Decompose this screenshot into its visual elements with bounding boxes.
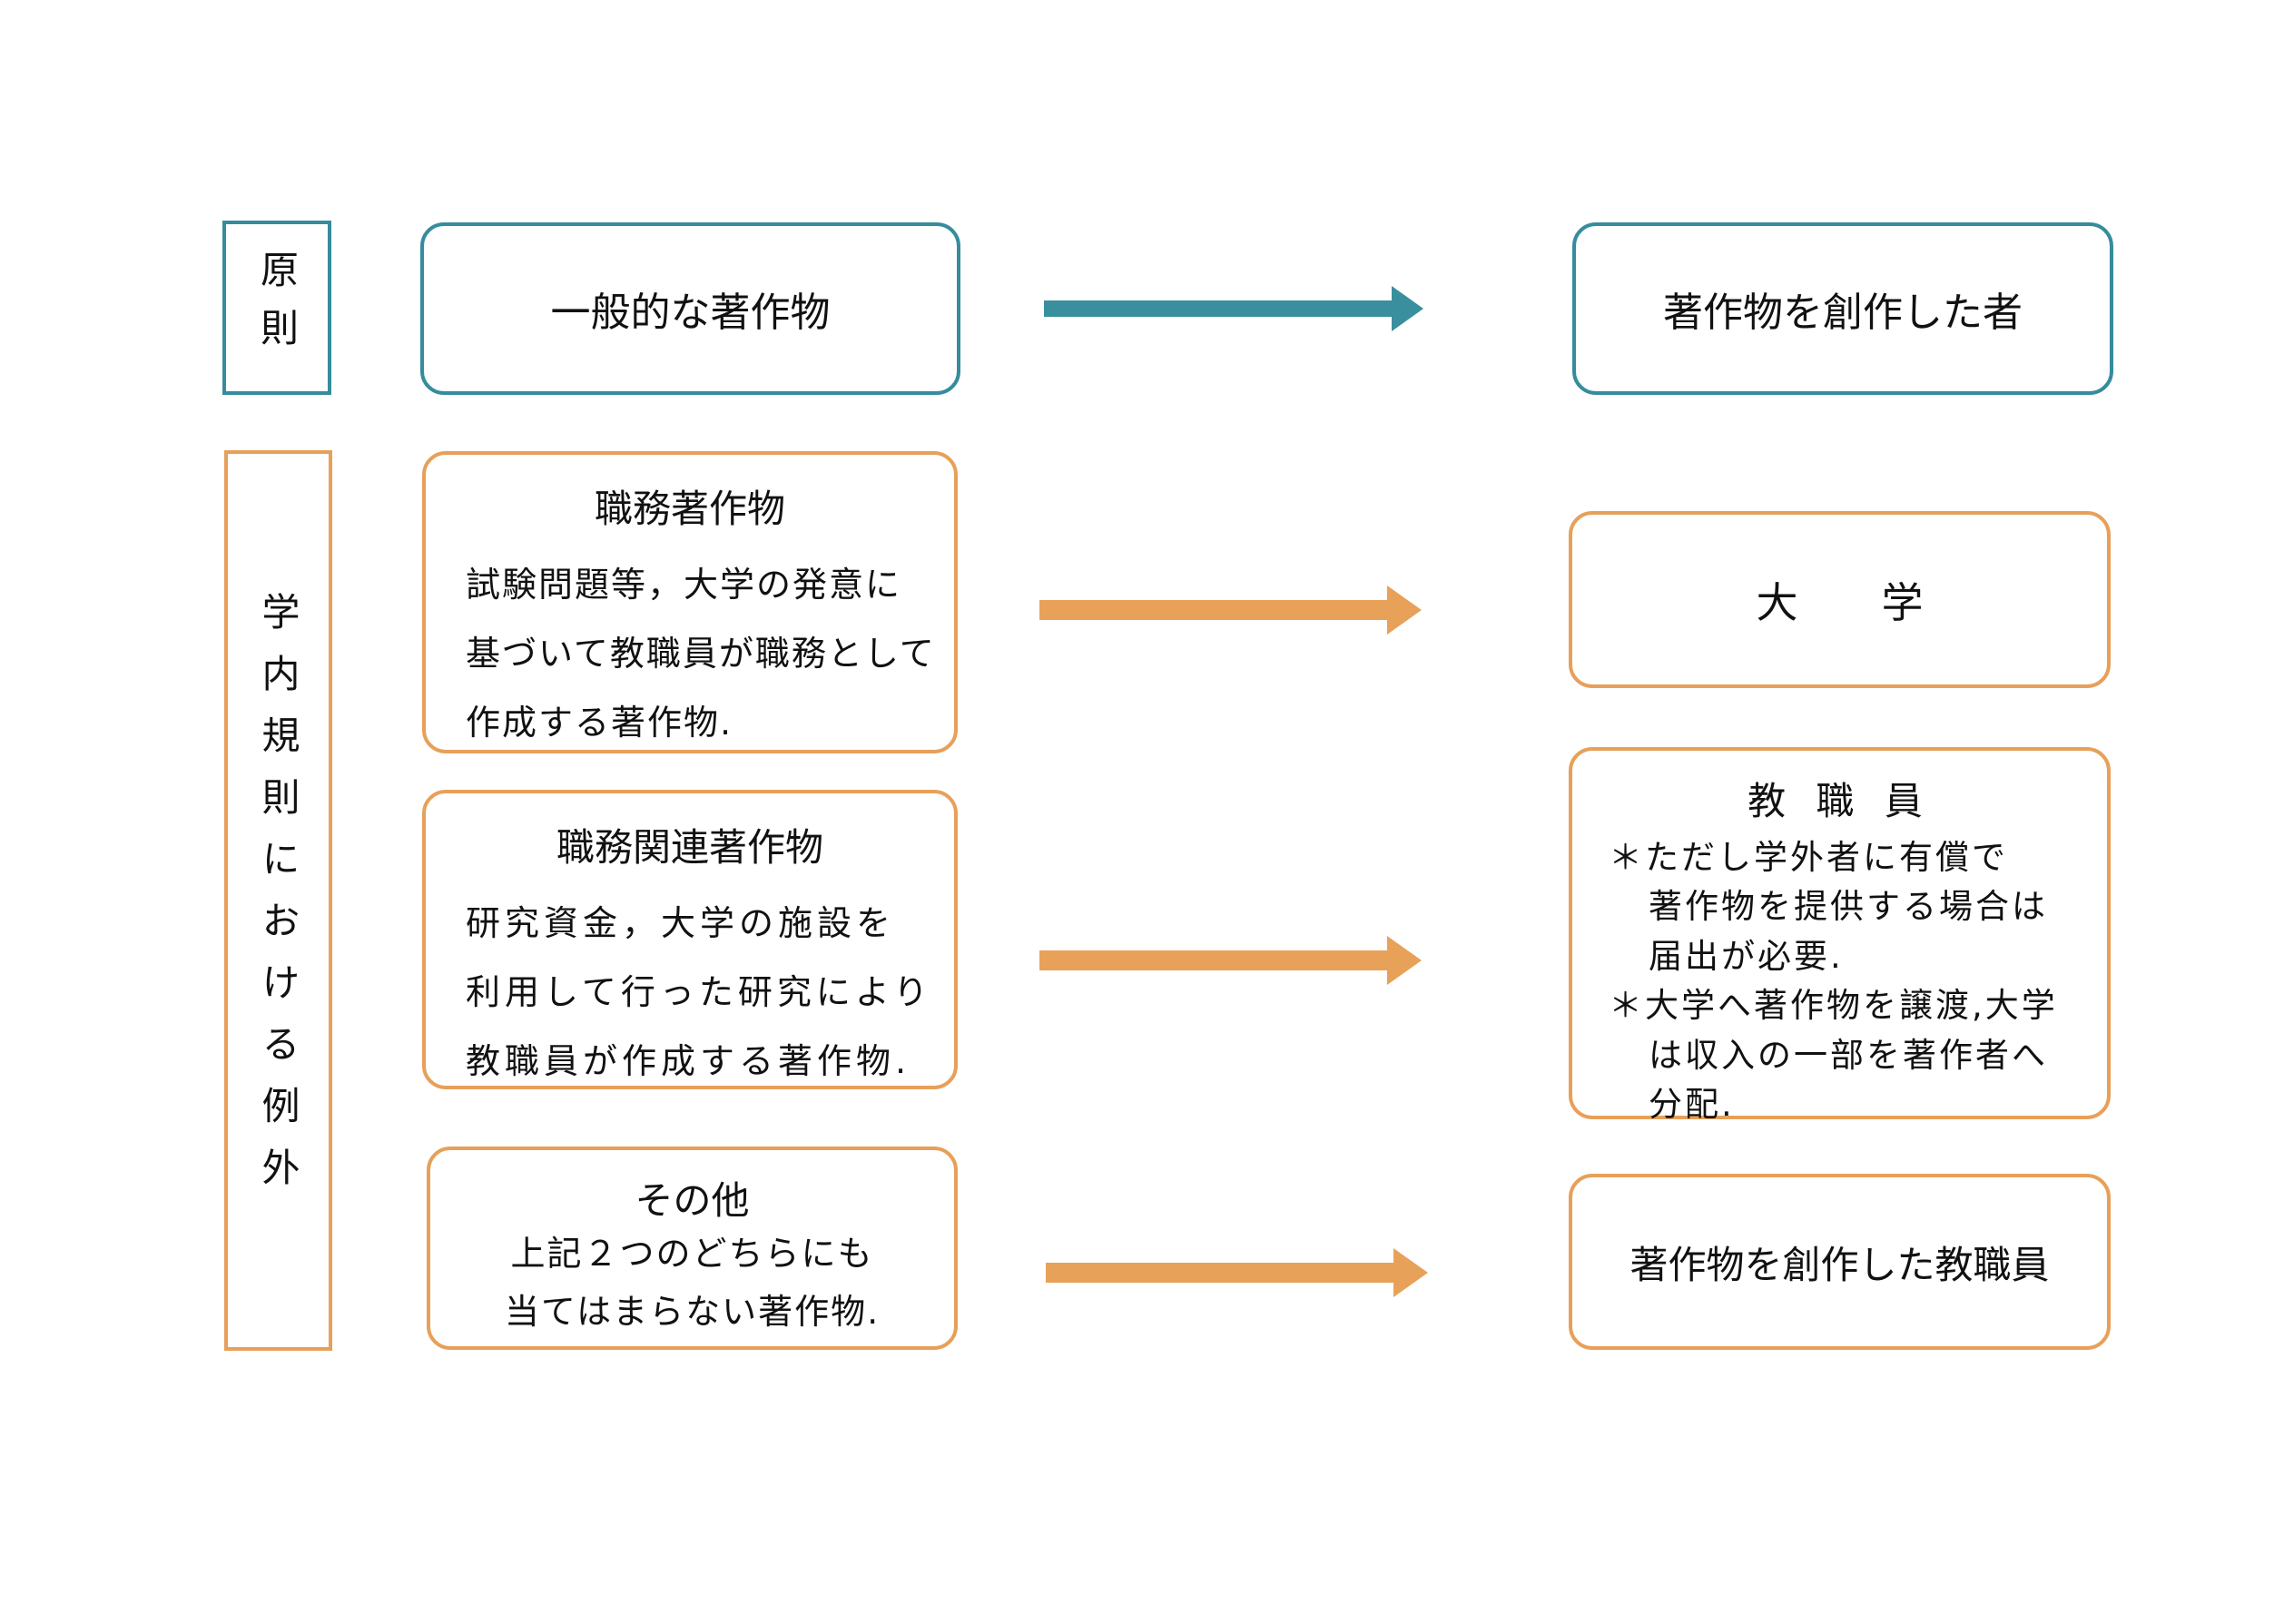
general-work-label: 一般的な著作物	[550, 290, 831, 336]
general-work-box: 一般的な著作物	[420, 222, 960, 395]
staff-notes: ＊ただし学外者に有償で 著作物を提供する場合は 届出が必要. ＊大学へ著作物を譲…	[1609, 833, 2107, 1129]
duty-work-body: 試験問題等，大学の発意に 基づいて教職員が職務として 作成する著作物.	[466, 550, 954, 757]
staff-note-line: ＊大学へ著作物を譲渡,大学	[1609, 986, 2058, 1026]
duty-work-arrow-shaft	[1039, 600, 1387, 620]
duty-related-arrow-head	[1387, 936, 1422, 985]
creator-staff-label: 著作物を創作した教職員	[1629, 1242, 2050, 1287]
staff-note-line: ＊ただし学外者に有償で	[1609, 838, 2008, 877]
staff-note-line: 届出が必要.	[1649, 936, 1844, 976]
university-box: 大 学	[1569, 511, 2111, 688]
principle-label-box: 原則	[222, 221, 331, 395]
principle-arrow-shaft	[1044, 300, 1392, 317]
other-work-body: 上記２つのどちらにも 当てはまらない著作物.	[430, 1225, 954, 1342]
other-work-body-line: 当てはまらない著作物.	[504, 1291, 881, 1332]
other-work-box: その他 上記２つのどちらにも 当てはまらない著作物.	[427, 1147, 958, 1350]
principle-label: 原則	[254, 250, 300, 366]
duty-work-body-line: 基づいて教職員が職務として	[466, 634, 936, 674]
duty-related-body-line: 教職員が作成する著作物.	[466, 1041, 911, 1081]
staff-note-line: 著作物を提供する場合は	[1649, 887, 2048, 927]
duty-work-body-line: 作成する著作物.	[466, 703, 733, 743]
duty-related-work-body: 研究資金，大学の施設を 利用して行った研究により 教職員が作成する著作物.	[466, 889, 954, 1096]
duty-related-work-title: 職務関連著作物	[556, 825, 823, 870]
staff-note-line: 分配.	[1649, 1084, 1735, 1124]
duty-related-body-line: 研究資金，大学の施設を	[466, 903, 896, 943]
staff-box: 教 職 員 ＊ただし学外者に有償で 著作物を提供する場合は 届出が必要. ＊大学…	[1569, 747, 2111, 1124]
principle-arrow-head	[1392, 286, 1423, 331]
staff-note-line: は収入の一部を著作者へ	[1649, 1035, 2048, 1075]
creator-label: 著作物を創作した者	[1663, 290, 2023, 336]
staff-title: 教 職 員	[1747, 779, 1932, 823]
duty-related-arrow-shaft	[1039, 950, 1387, 970]
duty-related-work-box: 職務関連著作物 研究資金，大学の施設を 利用して行った研究により 教職員が作成す…	[422, 790, 958, 1089]
university-label: 大 学	[1756, 577, 1924, 627]
other-work-arrow-shaft	[1046, 1263, 1393, 1283]
other-work-body-line: 上記２つのどちらにも	[510, 1234, 874, 1274]
duty-work-title: 職務著作物	[594, 487, 785, 531]
duty-related-body-line: 利用して行った研究により	[466, 972, 933, 1012]
other-work-arrow-head	[1393, 1248, 1428, 1297]
exception-label-box: 学内規則における例外	[224, 450, 332, 1351]
exception-label: 学内規則における例外	[256, 592, 300, 1209]
duty-work-body-line: 試験問題等，大学の発意に	[466, 565, 902, 605]
other-work-title: その他	[635, 1178, 750, 1223]
creator-staff-box: 著作物を創作した教職員	[1569, 1174, 2111, 1350]
creator-box: 著作物を創作した者	[1572, 222, 2113, 395]
duty-work-arrow-head	[1387, 586, 1422, 635]
duty-work-box: 職務著作物 試験問題等，大学の発意に 基づいて教職員が職務として 作成する著作物…	[422, 451, 958, 753]
